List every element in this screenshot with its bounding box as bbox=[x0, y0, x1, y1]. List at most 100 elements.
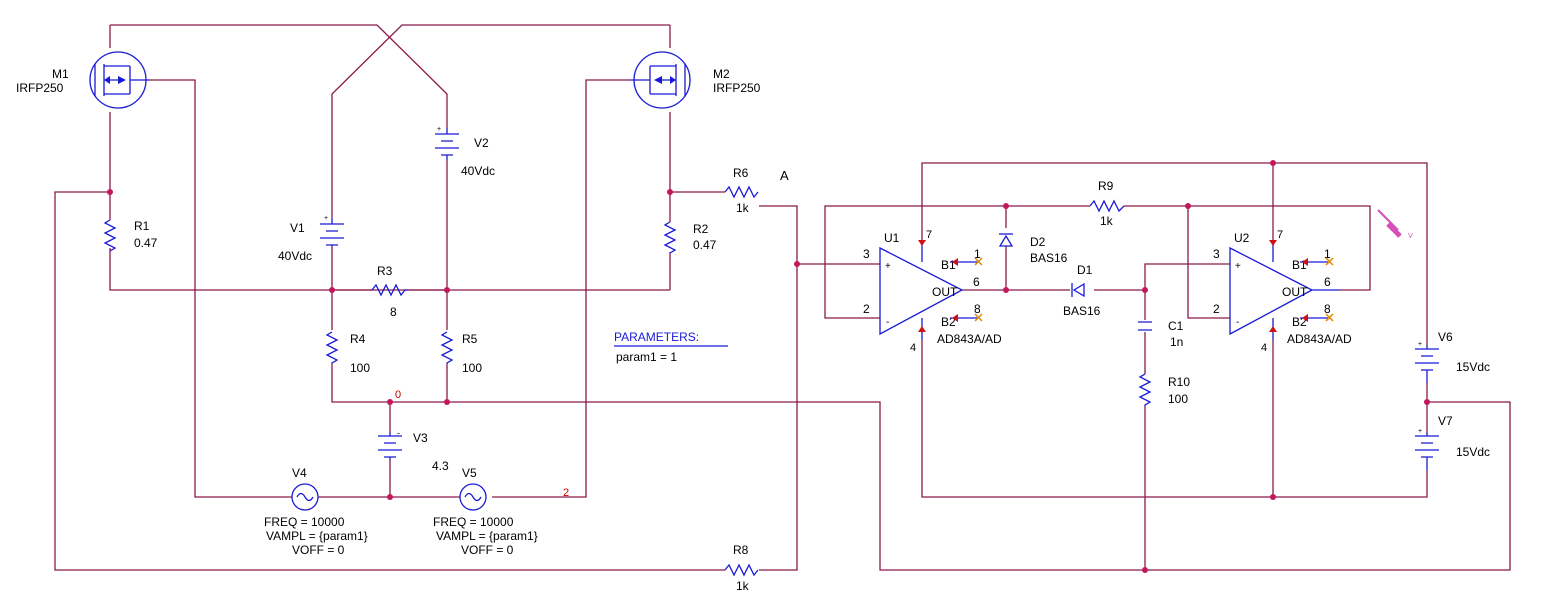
r4-value: 100 bbox=[350, 361, 370, 375]
v4-freq: FREQ = 10000 bbox=[264, 515, 345, 529]
ac-source-v5[interactable]: V5 FREQ = 10000 VAMPL = {param1} VOFF = … bbox=[433, 466, 538, 557]
u1-pin3: 3 bbox=[863, 247, 870, 261]
r6-value: 1k bbox=[736, 201, 750, 215]
u2-pin4: 4 bbox=[1261, 342, 1267, 354]
resistor-r9[interactable]: R9 1k bbox=[1089, 179, 1125, 228]
v4-vampl: VAMPL = {param1} bbox=[266, 529, 368, 543]
u2-minus-label: - bbox=[1236, 317, 1239, 328]
d1-ref: D1 bbox=[1077, 263, 1093, 277]
dc-source-v2[interactable]: + V2 40Vdc bbox=[435, 126, 495, 178]
u2-pin1: 1 bbox=[1324, 247, 1331, 261]
u2-pin3: 3 bbox=[1213, 247, 1220, 261]
diode-d1[interactable]: D1 BAS16 bbox=[1063, 263, 1101, 318]
v6-ref: V6 bbox=[1438, 330, 1453, 344]
r4-ref: R4 bbox=[350, 332, 366, 346]
d2-part: BAS16 bbox=[1030, 251, 1068, 265]
d2-ref: D2 bbox=[1030, 235, 1046, 249]
r2-value: 0.47 bbox=[693, 238, 717, 252]
u2-plus-label: + bbox=[1235, 261, 1241, 272]
r2-ref: R2 bbox=[693, 222, 709, 236]
opamp-u2[interactable]: + - 3 2 U2 7 4 OUT 6 B1 B2 1 8 AD843A/AD bbox=[1213, 229, 1352, 354]
u2-out-label: OUT bbox=[1282, 285, 1308, 299]
resistor-r2[interactable]: R2 0.47 bbox=[663, 221, 717, 254]
v6-value: 15Vdc bbox=[1456, 360, 1490, 374]
mosfet-m2[interactable]: M2 IRFP250 bbox=[630, 51, 761, 109]
v1-plus: + bbox=[324, 215, 328, 222]
r5-ref: R5 bbox=[462, 332, 478, 346]
r10-ref: R10 bbox=[1168, 375, 1190, 389]
v1-value: 40Vdc bbox=[278, 249, 312, 263]
u2-pin7: 7 bbox=[1277, 229, 1283, 241]
r9-value: 1k bbox=[1100, 214, 1114, 228]
u1-pin6: 6 bbox=[973, 275, 980, 289]
v7-value: 15Vdc bbox=[1456, 445, 1490, 459]
u2-pin6: 6 bbox=[1324, 275, 1331, 289]
junction-dots bbox=[107, 160, 1430, 573]
mosfet-m1[interactable]: M1 IRFP250 bbox=[16, 51, 150, 109]
m1-part: IRFP250 bbox=[16, 81, 64, 95]
r5-value: 100 bbox=[462, 361, 482, 375]
v3-value: 4.3 bbox=[432, 459, 449, 473]
u1-pin7: 7 bbox=[926, 229, 932, 241]
r9-ref: R9 bbox=[1098, 179, 1114, 193]
resistor-r1[interactable]: R1 0.47 bbox=[103, 219, 158, 252]
u1-plus-label: + bbox=[885, 261, 891, 272]
u2-ref: U2 bbox=[1234, 231, 1250, 245]
r8-value: 1k bbox=[736, 579, 750, 593]
ac-source-v4[interactable]: V4 FREQ = 10000 VAMPL = {param1} VOFF = … bbox=[264, 466, 368, 557]
parameters-title: PARAMETERS: bbox=[614, 330, 699, 344]
u2-pin2: 2 bbox=[1213, 302, 1220, 316]
resistor-r10[interactable]: R10 100 bbox=[1138, 373, 1190, 406]
v7-ref: V7 bbox=[1438, 414, 1453, 428]
v1-ref: V1 bbox=[290, 221, 305, 235]
u1-pin4: 4 bbox=[910, 342, 916, 354]
v2-ref: V2 bbox=[474, 136, 489, 150]
voltage-probe-marker[interactable]: V bbox=[1377, 209, 1413, 240]
r1-ref: R1 bbox=[134, 219, 150, 233]
opamp-u1[interactable]: + - 3 2 U1 7 4 OUT 6 B1 B2 1 8 AD843A/AD bbox=[863, 229, 1002, 354]
resistor-r6[interactable]: R6 1k bbox=[724, 166, 759, 215]
dc-source-v3[interactable]: - V3 4.3 bbox=[378, 428, 449, 473]
resistor-r4[interactable]: R4 100 bbox=[325, 331, 370, 375]
wires bbox=[54, 24, 1511, 571]
c1-value: 1n bbox=[1170, 335, 1183, 349]
net-label-a: A bbox=[780, 168, 789, 183]
u1-pin8: 8 bbox=[974, 302, 981, 316]
resistor-r5[interactable]: R5 100 bbox=[440, 331, 482, 375]
parameters-block[interactable]: PARAMETERS: param1 = 1 bbox=[614, 330, 728, 364]
u1-pin1: 1 bbox=[974, 247, 981, 261]
u1-b1-label: B1 bbox=[941, 258, 956, 272]
r10-value: 100 bbox=[1168, 392, 1188, 406]
v4-ref: V4 bbox=[292, 466, 307, 480]
v3-minus: - bbox=[397, 428, 400, 438]
r8-ref: R8 bbox=[733, 543, 749, 557]
v5-voff: VOFF = 0 bbox=[461, 543, 514, 557]
v3-ref: V3 bbox=[413, 431, 428, 445]
r3-ref: R3 bbox=[377, 264, 393, 278]
diode-d2[interactable]: D2 BAS16 bbox=[998, 233, 1068, 265]
v2-value: 40Vdc bbox=[461, 164, 495, 178]
resistor-r3[interactable]: R3 8 bbox=[371, 264, 408, 319]
dc-source-v6[interactable]: + V6 15Vdc bbox=[1415, 330, 1490, 383]
dc-source-v7[interactable]: + V7 15Vdc bbox=[1415, 414, 1490, 470]
net-label-2: 2 bbox=[563, 487, 569, 499]
r6-ref: R6 bbox=[733, 166, 749, 180]
net-label-0: 0 bbox=[395, 389, 401, 401]
d1-part: BAS16 bbox=[1063, 304, 1101, 318]
u1-ref: U1 bbox=[884, 231, 900, 245]
resistor-r8[interactable]: R8 1k bbox=[724, 543, 759, 593]
u1-out-label: OUT bbox=[932, 285, 958, 299]
dc-source-v1[interactable]: + V1 40Vdc bbox=[278, 215, 344, 263]
probe-label: V bbox=[1408, 233, 1413, 240]
r1-value: 0.47 bbox=[134, 236, 158, 250]
v5-vampl: VAMPL = {param1} bbox=[436, 529, 538, 543]
u1-minus-label: - bbox=[886, 317, 889, 328]
parameters-param1: param1 = 1 bbox=[616, 350, 677, 364]
r3-value: 8 bbox=[390, 305, 397, 319]
u1-pin2: 2 bbox=[863, 302, 870, 316]
u1-part: AD843A/AD bbox=[937, 332, 1002, 346]
m2-part: IRFP250 bbox=[713, 81, 761, 95]
v7-plus: + bbox=[1418, 428, 1422, 435]
capacitor-c1[interactable]: C1 1n bbox=[1138, 319, 1184, 349]
